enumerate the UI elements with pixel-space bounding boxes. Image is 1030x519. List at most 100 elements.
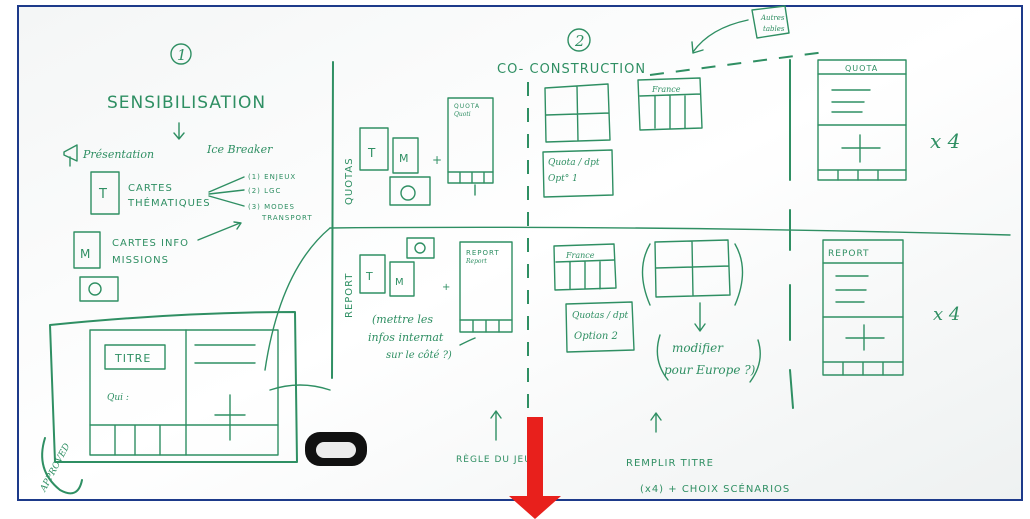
card-m-letter: M xyxy=(80,247,91,261)
magnet-highlight xyxy=(316,442,356,458)
quota-sheet xyxy=(447,97,494,184)
report-sheet-lines xyxy=(459,319,513,346)
multiplier-bottom: x 4 xyxy=(933,304,960,325)
cartes-info-line2: MISSIONS xyxy=(112,255,169,266)
topic-3-line2: TRANSPORT xyxy=(261,214,313,222)
approved-swirl xyxy=(41,437,83,495)
mettre-infos-line1: (mettre les xyxy=(372,313,433,326)
remplir-line1: REMPLIR TITRE xyxy=(626,458,714,469)
step2-circle xyxy=(567,28,591,52)
report-card-t xyxy=(359,254,386,294)
france-table xyxy=(637,77,703,131)
france-label: France xyxy=(651,85,681,94)
autres-tables-card xyxy=(751,5,790,39)
photo-icon xyxy=(88,282,102,296)
title-card-lines xyxy=(89,329,279,456)
report-row-label: REPORT xyxy=(344,273,355,319)
report-photo-icon xyxy=(414,242,426,254)
card-photo xyxy=(79,276,119,302)
quotas-photo-card xyxy=(389,176,431,206)
quota-grid-map-2 xyxy=(654,239,731,298)
cartes-info-line1: CARTES INFO xyxy=(112,238,189,249)
plus-sign-2: + xyxy=(442,282,451,293)
report-card-m-letter: M xyxy=(395,277,405,288)
whiteboard-frame xyxy=(17,5,1023,501)
quota-dept-line1: Quota / dpt xyxy=(548,158,600,168)
mettre-infos-line2: infos internat xyxy=(368,331,444,344)
report-final-title: REPORT xyxy=(828,249,870,259)
quota-dept-box xyxy=(542,149,614,198)
bracket-marks xyxy=(641,243,744,306)
mettre-infos-line3: sur le côté ?) xyxy=(386,350,452,361)
report-sheet-subtitle: Report xyxy=(465,258,487,265)
autres-tables-arrow xyxy=(691,19,749,54)
step1-box xyxy=(49,311,298,463)
info-arrow xyxy=(197,221,242,241)
report-card-m xyxy=(389,261,415,297)
quota-sheet-title: QUOTA xyxy=(454,103,480,110)
quota-grid-map xyxy=(544,83,611,143)
cartes-thematiques-line2: THÉMATIQUES xyxy=(127,196,211,209)
curve-connector xyxy=(264,227,331,371)
multiplier-top: x 4 xyxy=(930,129,960,153)
step2-title: CO- CONSTRUCTION xyxy=(497,62,646,77)
report-card-t-letter: T xyxy=(365,270,374,283)
cartes-thematiques-line1: CARTES xyxy=(128,183,173,194)
quotas-card-m-letter: M xyxy=(399,152,410,165)
plus-sign: + xyxy=(432,153,443,167)
titre-box xyxy=(104,344,166,370)
step2-number: 2 xyxy=(574,32,585,50)
remplir-line2: (x4) + CHOIX SCÉNARIOS xyxy=(640,482,790,495)
quotas-card-t-letter: T xyxy=(367,146,376,160)
dashed-connector xyxy=(649,51,826,76)
down-arrow-icon xyxy=(173,122,185,140)
france-table-2 xyxy=(553,243,617,291)
quota-sheet-subtitle: Quoti xyxy=(454,111,471,118)
modifier-line1: modifier xyxy=(672,341,724,355)
quota-final-sheet xyxy=(817,59,907,181)
quotas-dept-box xyxy=(565,301,635,353)
report-final-lines xyxy=(822,262,904,376)
divider-horizontal xyxy=(329,226,1011,236)
remplir-arrow xyxy=(650,412,662,433)
quota-sheet-lines xyxy=(447,171,494,196)
step1-number: 1 xyxy=(177,46,187,64)
step1-circle xyxy=(170,43,192,65)
ice-breaker-label: Ice Breaker xyxy=(206,143,273,156)
divider-left xyxy=(331,61,334,379)
red-arrow-icon xyxy=(509,417,561,519)
card-t-letter: T xyxy=(98,187,108,202)
card-t xyxy=(90,171,120,215)
autres-tables-line1: Autres xyxy=(760,14,785,22)
modifier-line2: pour Europe ?) xyxy=(664,363,756,377)
quotas-photo-icon xyxy=(400,185,416,201)
regle-arrow xyxy=(490,410,502,441)
topic-2: (2) LGC xyxy=(248,187,281,195)
titre-label: TITRE xyxy=(114,352,151,365)
quota-final-title: QUOTA xyxy=(845,64,878,73)
topic-3: (3) MODES xyxy=(248,203,295,211)
quotas-card-m xyxy=(392,137,419,174)
card-m xyxy=(73,231,101,269)
modify-arrow xyxy=(694,302,706,332)
quotas-dept-line1: Quotas / dpt xyxy=(572,311,628,321)
title-card xyxy=(89,329,279,456)
modify-parens xyxy=(656,334,761,383)
connector-line xyxy=(269,384,331,391)
autres-tables-line2: tables xyxy=(763,25,785,33)
quota-dept-line2: Opt° 1 xyxy=(548,174,578,184)
report-sheet-title: REPORT xyxy=(466,249,500,257)
quotas-dept-line2: Option 2 xyxy=(574,331,618,342)
presentation-label: Présentation xyxy=(82,148,154,161)
megaphone-icon xyxy=(63,144,78,167)
qui-label: Qui : xyxy=(107,393,129,403)
quota-final-lines xyxy=(817,73,907,181)
quotas-card-t xyxy=(359,127,389,171)
report-photo-card xyxy=(406,237,435,259)
topic-1: (1) ENJEUX xyxy=(248,173,296,181)
france-label-2: France xyxy=(565,251,595,260)
quotas-row-label: QUOTAS xyxy=(344,157,355,205)
step1-title: SENSIBILISATION xyxy=(107,93,266,113)
